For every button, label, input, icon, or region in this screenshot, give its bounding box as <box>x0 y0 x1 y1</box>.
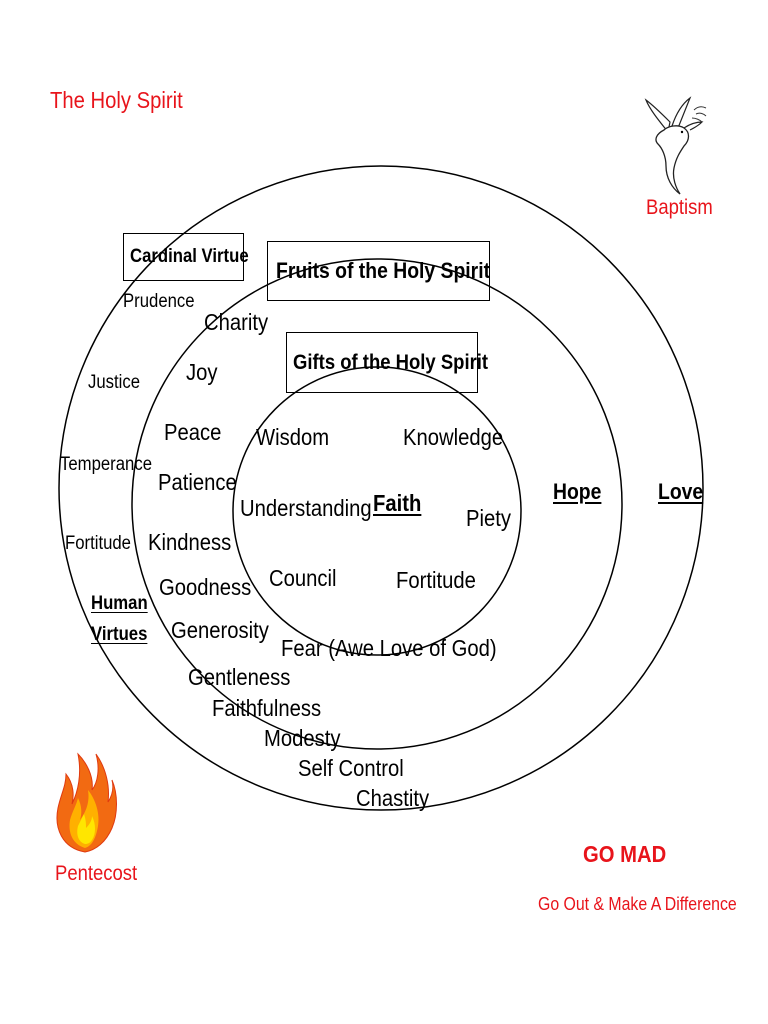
cardinal-virtue-box: Cardinal Virtue <box>123 233 249 281</box>
cardinal-virtue-title: Cardinal Virtue <box>130 246 249 267</box>
baptism-label: Baptism <box>646 196 713 219</box>
human-virtues-label: Virtues <box>91 624 148 645</box>
cardinal-virtue-item: Prudence <box>123 291 195 312</box>
fruits-title: Fruits of the Holy Spirit <box>276 258 491 283</box>
fruit-item: Charity <box>204 309 269 335</box>
gift-item: Wisdom <box>256 424 330 450</box>
dove-icon <box>644 96 707 195</box>
gift-item: Fear (Awe Love of God) <box>281 635 497 661</box>
page-title: The Holy Spirit <box>50 87 183 113</box>
fruit-item: Chastity <box>356 785 430 811</box>
outer-circle <box>58 165 704 811</box>
gifts-box: Gifts of the Holy Spirit <box>286 332 488 393</box>
go-mad-label: GO MAD <box>583 841 667 867</box>
cardinal-virtue-item: Temperance <box>60 454 153 475</box>
gift-item: Fortitude <box>396 567 476 593</box>
gift-item: Piety <box>466 505 512 531</box>
flame-icon <box>56 752 117 853</box>
fruit-item: Peace <box>164 419 222 445</box>
faith-label: Faith <box>373 490 422 516</box>
love-label: Love <box>658 479 704 504</box>
gift-item: Council <box>269 565 337 591</box>
fruit-item: Joy <box>186 359 218 385</box>
fruit-item: Faithfulness <box>212 695 322 721</box>
gift-item: Understanding <box>240 495 372 521</box>
pentecost-label: Pentecost <box>55 862 138 885</box>
middle-circle <box>131 258 623 750</box>
human-virtues-label: Human <box>91 593 148 614</box>
fruit-item: Gentleness <box>188 664 291 690</box>
hope-label: Hope <box>553 479 602 504</box>
fruit-item: Self Control <box>298 755 404 781</box>
cardinal-virtue-item: Justice <box>88 372 141 393</box>
fruit-item: Modesty <box>264 725 341 751</box>
go-mad-subtitle: Go Out & Make A Difference <box>538 894 737 914</box>
fruit-item: Patience <box>158 469 237 495</box>
fruit-item: Goodness <box>159 574 252 600</box>
gifts-title: Gifts of the Holy Spirit <box>293 350 489 374</box>
fruits-box: Fruits of the Holy Spirit <box>267 241 490 301</box>
fruit-item: Generosity <box>171 617 269 643</box>
cardinal-virtue-item: Fortitude <box>65 533 131 554</box>
gift-item: Knowledge <box>403 424 504 450</box>
inner-circle <box>232 366 522 656</box>
fruit-item: Kindness <box>148 529 232 555</box>
